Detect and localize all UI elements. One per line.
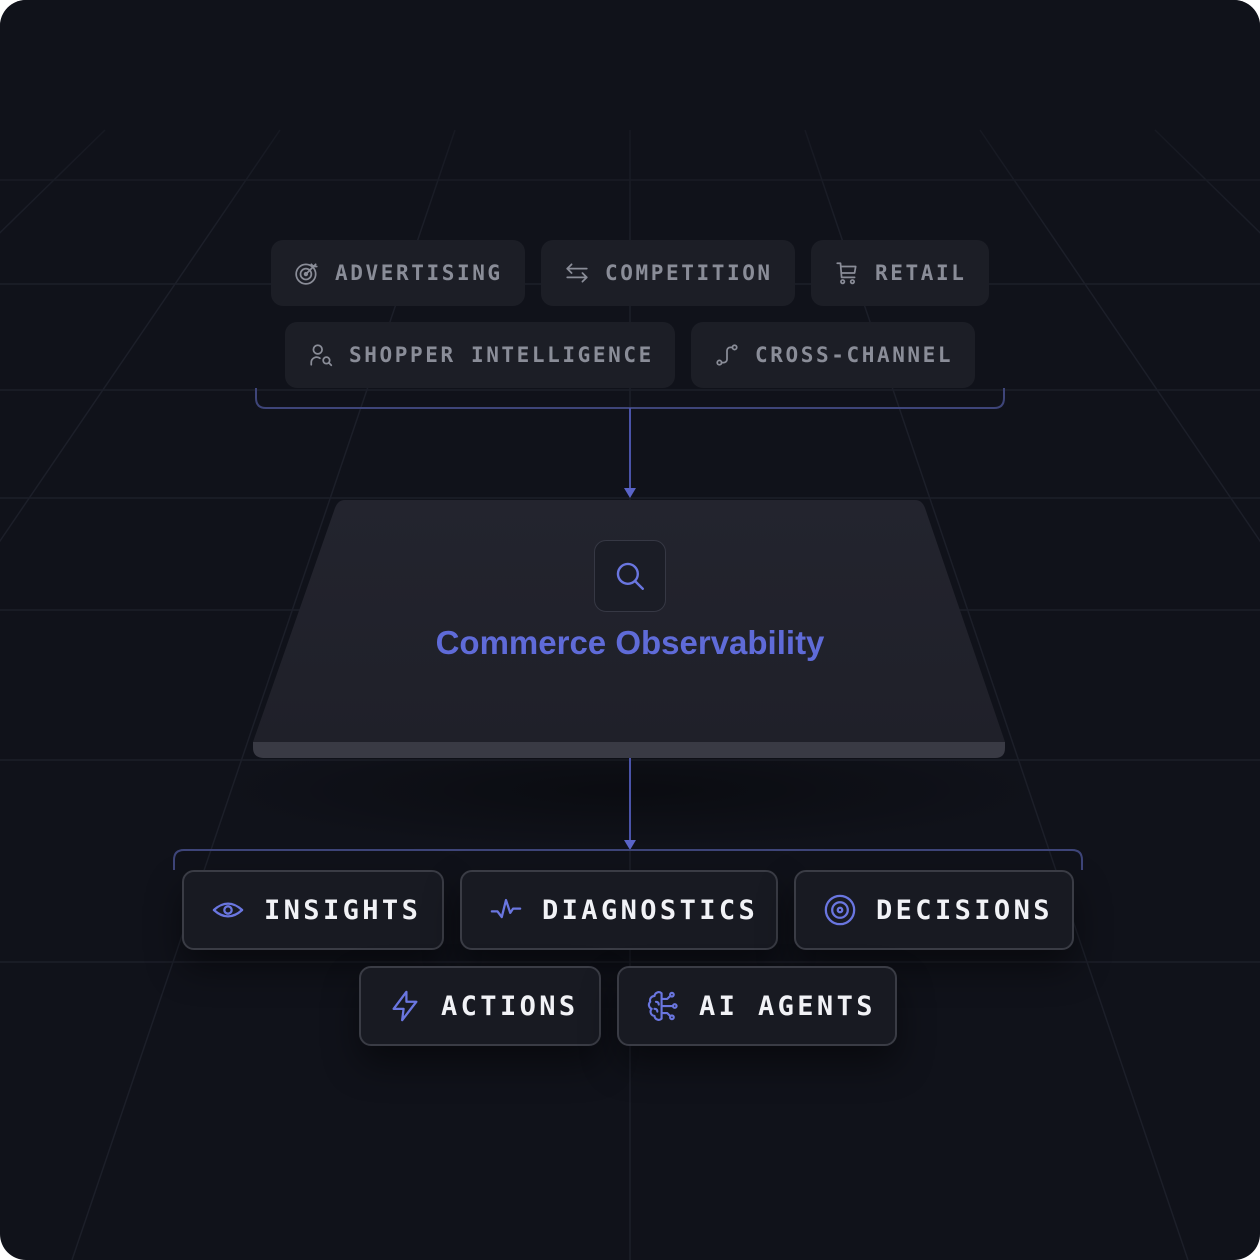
chip-label: CROSS-CHANNEL (755, 343, 954, 367)
target-icon (293, 259, 321, 287)
target-circle-icon (822, 892, 858, 928)
chip-cross-channel: CROSS-CHANNEL (691, 322, 975, 388)
output-diagnostics: DIAGNOSTICS (460, 870, 778, 950)
hub-title: Commerce Observability (435, 624, 825, 661)
pulse-icon (488, 892, 524, 928)
output-ai-agents: AI AGENTS (617, 966, 897, 1046)
brain-circuit-icon (645, 988, 681, 1024)
cart-icon (833, 259, 861, 287)
chip-label: SHOPPER INTELLIGENCE (349, 343, 654, 367)
chip-label: COMPETITION (605, 261, 773, 285)
arrows-swap-icon (563, 259, 591, 287)
lightning-icon (387, 988, 423, 1024)
output-label: AI AGENTS (699, 990, 876, 1022)
chip-advertising: ADVERTISING (271, 240, 525, 306)
chip-label: ADVERTISING (335, 261, 503, 285)
output-label: INSIGHTS (264, 894, 422, 926)
search-icon (613, 559, 647, 593)
route-icon (713, 341, 741, 369)
chip-shopper-intelligence: SHOPPER INTELLIGENCE (285, 322, 675, 388)
output-actions: ACTIONS (359, 966, 601, 1046)
chip-label: RETAIL (875, 261, 967, 285)
chip-competition: COMPETITION (541, 240, 795, 306)
output-label: DECISIONS (876, 894, 1053, 926)
output-insights: INSIGHTS (182, 870, 444, 950)
output-decisions: DECISIONS (794, 870, 1074, 950)
chip-retail: RETAIL (811, 240, 989, 306)
search-tile (594, 540, 666, 612)
output-label: DIAGNOSTICS (542, 894, 759, 926)
eye-icon (210, 892, 246, 928)
output-label: ACTIONS (441, 990, 579, 1022)
user-search-icon (307, 341, 335, 369)
